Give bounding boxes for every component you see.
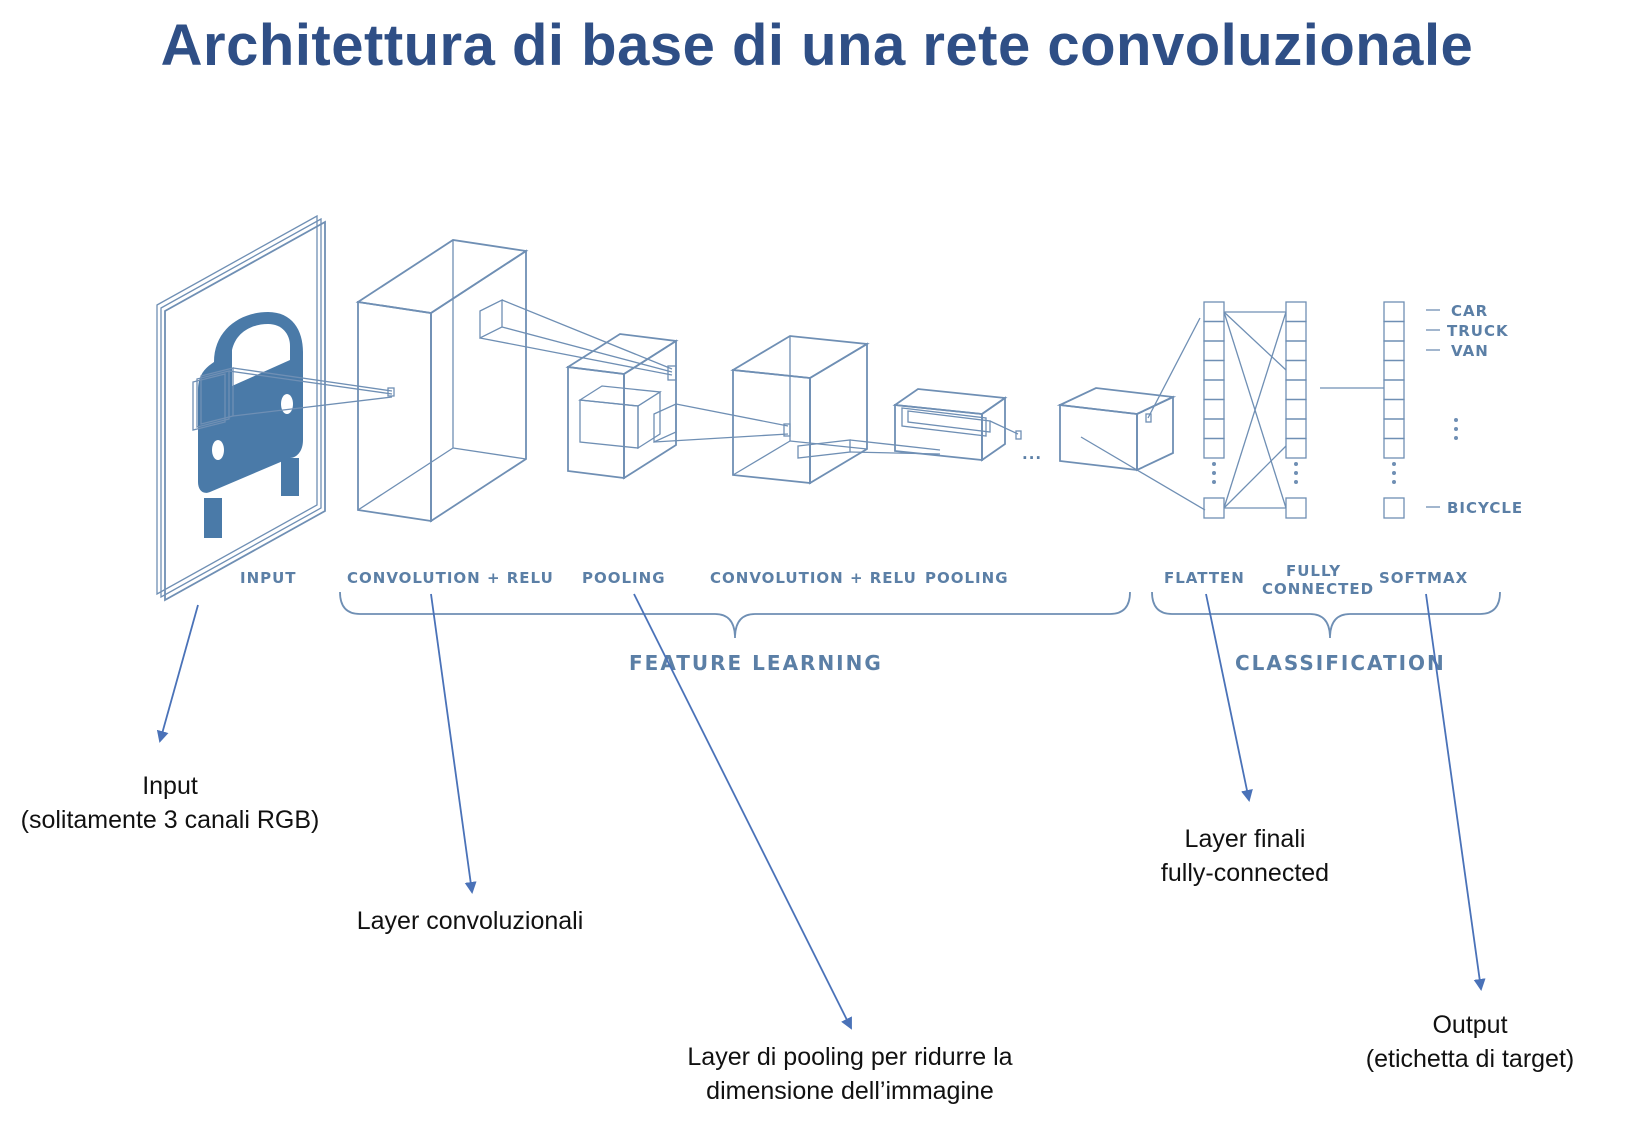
neuron-cell — [1383, 340, 1405, 362]
class-label-van: VAN — [1451, 342, 1489, 360]
neuron-cell — [1203, 418, 1225, 440]
neuron-cell — [1203, 301, 1225, 323]
caption-pool: Layer di pooling per ridurre la dimensio… — [650, 1040, 1050, 1108]
caption-conv-line: Layer convoluzionali — [356, 907, 584, 935]
neuron-cell — [1203, 320, 1225, 342]
caption-pool-line1: Layer di pooling per ridurre la — [687, 1043, 1013, 1071]
neuron-cell — [1285, 340, 1307, 362]
arrow-conv — [430, 593, 477, 894]
neuron-cell — [1285, 437, 1307, 459]
caption-input-line2: (solitamente 3 canali RGB) — [20, 806, 320, 834]
ellipsis-dot — [1392, 462, 1396, 466]
ellipsis-dot — [1294, 471, 1298, 475]
neuron-cell — [1383, 437, 1405, 459]
pool1-volume — [565, 333, 791, 480]
caption-output-line1: Output — [1432, 1011, 1508, 1039]
page-title: Architettura di base di una rete convolu… — [160, 13, 1474, 78]
arrow-input — [156, 604, 199, 743]
ellipsis-dot — [1212, 462, 1216, 466]
class-labels: CAR TRUCK VAN BICYCLE — [1426, 302, 1523, 517]
caption-input: Input (solitamente 3 canali RGB) — [0, 769, 340, 837]
label-input: INPUT — [240, 569, 297, 587]
label-pool1: POOLING — [582, 569, 666, 587]
arrow-pool — [633, 593, 852, 1030]
ellipsis-dot — [1212, 471, 1216, 475]
conv2-volume — [730, 335, 941, 485]
final-feature-volume — [1056, 317, 1206, 511]
neuron-cell — [1285, 418, 1307, 440]
pool2-volume — [892, 388, 1022, 462]
neuron-cell-last — [1285, 497, 1307, 519]
caption-pool-line2: dimensione dell’immagine — [706, 1077, 994, 1105]
neuron-cell — [1285, 398, 1307, 420]
fc-connections — [1223, 311, 1384, 509]
label-flatten: FLATTEN — [1164, 569, 1245, 587]
label-conv2: CONVOLUTION + RELU — [710, 569, 917, 587]
neuron-cell — [1285, 379, 1307, 401]
softmax-column — [1383, 301, 1405, 519]
caption-input-line1: Input — [142, 772, 198, 800]
neuron-cell — [1383, 418, 1405, 440]
label-connected: CONNECTED — [1262, 580, 1374, 598]
neuron-cell — [1285, 301, 1307, 323]
class-label-car: CAR — [1451, 302, 1488, 320]
feature-learning-brace — [339, 591, 1131, 639]
flatten-column — [1203, 301, 1225, 519]
neuron-cell — [1383, 379, 1405, 401]
classification-brace — [1151, 591, 1501, 639]
neuron-cell — [1285, 320, 1307, 342]
neuron-cell — [1383, 398, 1405, 420]
label-pool2: POOLING — [925, 569, 1009, 587]
neuron-cell — [1285, 359, 1307, 381]
ellipsis-dot — [1392, 480, 1396, 484]
neuron-cell-last — [1203, 497, 1225, 519]
class-label-truck: TRUCK — [1447, 322, 1509, 340]
neuron-cell — [1203, 437, 1225, 459]
neuron-cell-last — [1383, 497, 1405, 519]
caption-fc-line1: Layer finali — [1184, 825, 1306, 853]
ellipsis-dot — [1212, 480, 1216, 484]
caption-output: Output (etichetta di target) — [1330, 1008, 1610, 1076]
caption-fc-line2: fully-connected — [1160, 859, 1330, 887]
ellipsis-dot — [1392, 471, 1396, 475]
label-softmax: SOFTMAX — [1379, 569, 1468, 587]
class-label-bicycle: BICYCLE — [1447, 499, 1523, 517]
neuron-cell — [1203, 379, 1225, 401]
neuron-cell — [1203, 398, 1225, 420]
ellipsis-dot — [1294, 480, 1298, 484]
ellipsis-dot — [1294, 462, 1298, 466]
fully-connected-column — [1285, 301, 1307, 519]
neuron-cell — [1383, 359, 1405, 381]
ellipsis-text: ... — [1022, 445, 1042, 463]
neuron-cell — [1203, 359, 1225, 381]
caption-output-line2: (etichetta di target) — [1365, 1045, 1575, 1073]
arrow-fc — [1205, 593, 1253, 802]
conv1-volume — [355, 239, 677, 523]
label-feature-learning: FEATURE LEARNING — [629, 651, 883, 675]
neuron-cell — [1383, 301, 1405, 323]
label-classification: CLASSIFICATION — [1235, 651, 1446, 675]
caption-conv: Layer convoluzionali — [320, 904, 620, 938]
label-fully: FULLY — [1286, 562, 1341, 580]
neuron-cell — [1203, 340, 1225, 362]
arrow-output — [1425, 593, 1486, 991]
label-conv1: CONVOLUTION + RELU — [347, 569, 554, 587]
caption-fc: Layer finali fully-connected — [1120, 822, 1370, 890]
neuron-cell — [1383, 320, 1405, 342]
input-image-stack — [156, 214, 395, 602]
car-icon — [198, 312, 303, 538]
